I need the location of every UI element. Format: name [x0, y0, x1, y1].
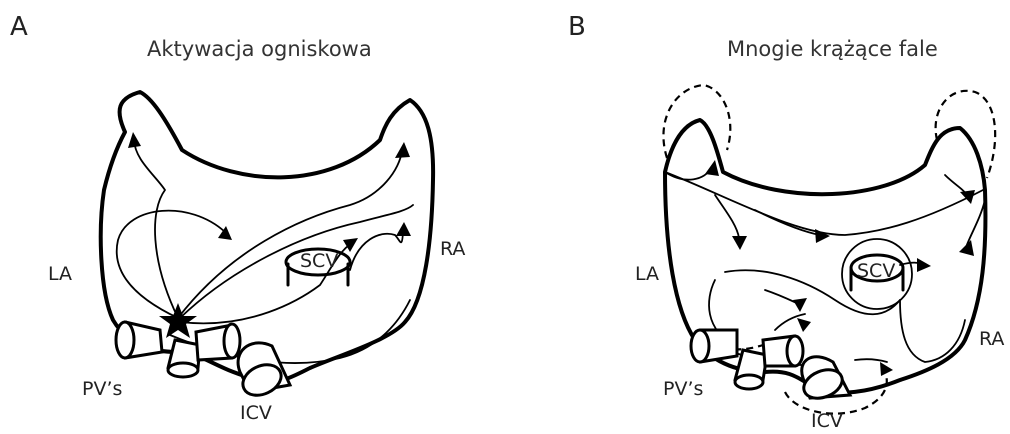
- label-pvs: PV’s: [663, 378, 703, 400]
- label-icv: ICV: [240, 402, 272, 424]
- panel-b-atria-diagram: [505, 0, 1010, 434]
- focal-activation-arrows: [117, 132, 411, 323]
- label-icv: ICV: [811, 410, 843, 432]
- label-scv: SCV: [857, 260, 895, 282]
- inner-wall-curve: [665, 172, 983, 235]
- panel-title: Mnogie krążące fale: [727, 37, 938, 61]
- label-ra: RA: [979, 328, 1004, 350]
- icv-vessel: [238, 343, 290, 401]
- icv-vessel: [800, 357, 850, 404]
- panel-letter: B: [568, 12, 586, 42]
- panel-letter: A: [10, 12, 28, 42]
- label-la: LA: [48, 263, 72, 285]
- panel-a-atria-diagram: [0, 0, 505, 434]
- panel-b-multiple-wavelets: B Mnogie krążące fale LA RA SCV PV’s ICV: [505, 0, 1010, 434]
- label-pvs: PV’s: [82, 378, 122, 400]
- panel-title: Aktywacja ogniskowa: [147, 37, 372, 61]
- label-ra: RA: [440, 238, 465, 260]
- label-scv: SCV: [300, 250, 338, 272]
- pulmonary-veins: [691, 330, 803, 389]
- panel-a-focal-activation: A Aktywacja ogniskowa LA RA SCV PV’s ICV: [0, 0, 505, 434]
- label-la: LA: [635, 263, 659, 285]
